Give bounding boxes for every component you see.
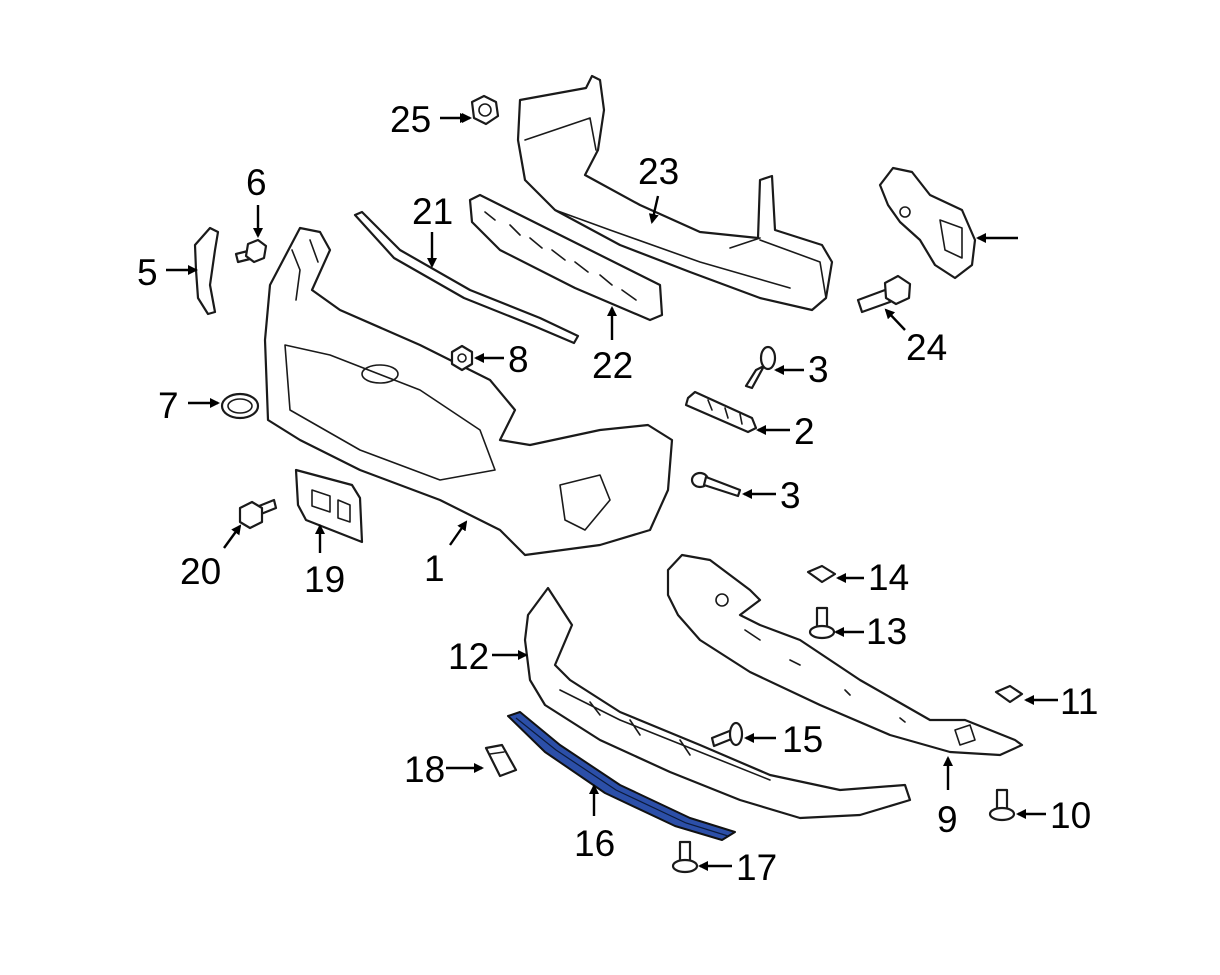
- screw-part-5: [234, 238, 268, 264]
- clip-part-10: [994, 684, 1024, 704]
- clip-part-13: [806, 564, 837, 584]
- lower-valance-part-11: [523, 586, 912, 820]
- callout-9: 10: [1050, 795, 1091, 836]
- bracket-part-2: [684, 390, 758, 434]
- bolt-part-16: [671, 840, 699, 874]
- bolt-part-19: [238, 498, 278, 530]
- bolt-part-9: [988, 788, 1016, 822]
- license-bracket-part-18: [294, 468, 364, 544]
- bolt-part-23: [856, 274, 912, 314]
- callout-24: 25: [390, 99, 431, 140]
- lower-grille-strip-part-15-highlighted: [507, 711, 736, 841]
- callout-15: 16: [574, 823, 615, 864]
- leader-lines: [166, 113, 1058, 871]
- bumper-cover-part-1: [263, 226, 674, 557]
- nut-part-24: [470, 94, 500, 126]
- callout-5: 6: [246, 162, 267, 203]
- callout-14: 15: [782, 719, 823, 760]
- nut-part-7: [450, 344, 474, 372]
- rivet-part-3-lower: [690, 471, 742, 498]
- callout-6: 7: [158, 385, 179, 426]
- callout-17: 18: [404, 749, 445, 790]
- leader-23: [884, 308, 906, 331]
- callout-18: 19: [304, 559, 345, 600]
- bolt-part-12: [808, 606, 836, 640]
- leader-1: [449, 520, 468, 546]
- screw-part-14: [710, 721, 744, 748]
- clip-part-17: [484, 743, 518, 778]
- callout-20: 21: [412, 191, 453, 232]
- leader-19: [223, 524, 242, 549]
- molding-strip-part-20: [353, 210, 580, 345]
- bumper-reinforcement-part-22: [516, 74, 834, 312]
- callout-21: 22: [592, 345, 633, 386]
- callout-10: 11: [1060, 681, 1098, 722]
- callout-22: 23: [638, 151, 679, 192]
- callout-labels: 25 23 24 21 22 6 5 8 7 3 2 3 1 19 20 14 …: [137, 99, 1098, 888]
- energy-absorber-part-21: [468, 193, 664, 322]
- bracket-part-4: [193, 226, 220, 316]
- callout-11: 12: [448, 636, 489, 677]
- callout-8: 9: [937, 799, 958, 840]
- callout-3-upper: 3: [808, 349, 829, 390]
- leader-22: [648, 195, 660, 224]
- callout-7: 8: [508, 339, 529, 380]
- emblem-ring-part-6: [220, 392, 260, 420]
- callout-1: 1: [424, 548, 445, 589]
- callout-4: 5: [137, 252, 158, 293]
- callout-12: 13: [866, 611, 907, 652]
- callout-2: 2: [794, 411, 815, 452]
- rivet-part-3-upper: [744, 345, 777, 390]
- air-deflector-part-8: [666, 553, 1024, 757]
- callout-19: 20: [180, 551, 221, 592]
- callout-23: 24: [906, 327, 947, 368]
- callout-13: 14: [868, 557, 909, 598]
- callout-16: 17: [736, 847, 777, 888]
- bracket-part-25: [878, 166, 977, 280]
- callout-3-lower: 3: [780, 475, 801, 516]
